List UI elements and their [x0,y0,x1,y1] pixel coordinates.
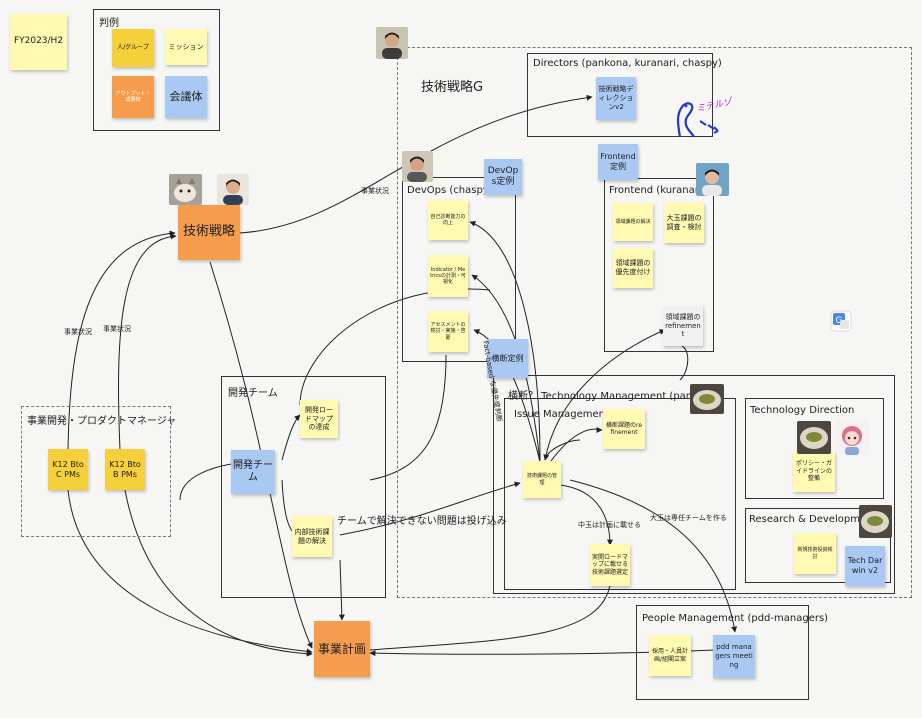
dev-team-note[interactable]: 開発チーム [231,450,275,494]
devops-note-2[interactable]: Indicator / Metricsの計測・可視化 [428,255,468,297]
people-mgmt-frame: People Management (pdd-managers) [636,605,828,700]
direction-note[interactable]: 技術戦略ディレクションv2 [596,77,636,120]
rnd-frame: Research & Development [745,508,891,583]
edge-btoc-to-bizplan [67,489,313,655]
edge-internal-to-issue [339,481,521,536]
edge-label-biz-status-3: 事業状況 [103,325,131,333]
plate-photo [690,384,724,414]
biz-plan-note[interactable]: 事業計画 [314,621,370,677]
edge-strategy-to-bizplan [209,261,313,649]
edge-label-biz-status-2: 事業状況 [64,328,92,336]
dev-roadmap-note[interactable]: 開発ロードマップの達成 [300,400,338,438]
edge-label-large: 大玉は専任チームを作る [650,514,727,522]
legend-title: 判例 [99,18,119,29]
k12-btob-note[interactable]: K12 BtoB PMs [105,449,145,490]
fe-note-3[interactable]: 領域課題の優先度付け [613,248,653,288]
biz-pm-frame: 事業開発・プロダクトマネージャ [21,406,176,537]
legend-meeting[interactable]: 会議体 [165,76,207,118]
issue-mgmt-title: Issue Management [514,409,609,420]
cross-frame: 横断？ Technology Management (pankona) [493,375,895,594]
cross-title: 横断？ Technology Management (pankona) [508,391,721,402]
frontend-meeting-note[interactable]: Frontend定例 [598,144,638,180]
edge-crossnote-to-im2 [543,439,581,461]
td-policy-note[interactable]: ポリシー・ガイドラインの整備 [793,451,835,492]
edge-dev-to-bizplan [338,559,345,621]
frontend-title: Frontend (kuranari) [609,185,706,196]
edge-issue-to-fe4 [544,329,666,461]
edge-label-biz-status-1: 事業状況 [361,187,389,195]
edge-dev-to-roadmap [281,414,301,461]
edge-btoc-to-strategy [67,230,176,451]
edge-issue-to-im1 [547,426,603,466]
person-photo [696,163,729,196]
edge-strategy-to-direction [239,94,593,234]
edge-label-unresolved: チームで解決できない問題は投げ込み [337,516,507,527]
edge-fe4-curve [679,345,689,381]
fe-note-1[interactable]: 領域課題の解決 [613,203,653,241]
edge-btob-to-strategy [118,233,177,451]
dino-doodle [670,95,722,139]
rnd-darwin-note[interactable]: Tech Darwin v2 [845,546,885,586]
directors-frame: Directors (pankona, kuranari, chaspy) [527,53,722,137]
person-photo [217,174,249,205]
edge-im2-to-pdd [569,479,738,633]
svg-text:G: G [836,316,843,326]
dev-team-frame: 開発チーム [221,376,386,598]
edge-im2-to-im3 [559,484,613,546]
directors-title: Directors (pankona, kuranari, chaspy) [533,58,722,69]
k12-btoc-note[interactable]: K12 BtoC PMs [48,449,88,490]
fe-note-2[interactable]: 大玉課題の調査・検討 [664,203,704,243]
devops-note-3[interactable]: アセスメントの検討・実施・啓蒙 [428,311,468,352]
devops-title: DevOps (chaspy) [407,185,493,196]
edge-issue-to-devops1 [469,221,541,461]
translate-icon[interactable]: G [830,310,852,332]
rnd-title: Research & Development [749,514,877,525]
edge-devops-to-dev [369,354,447,481]
plate-photo [797,421,831,454]
issue-mgmt-frame: Issue Management [504,398,736,590]
cross-meeting-note[interactable]: 横断定例 [487,339,528,378]
devops-meeting-note[interactable]: DevOps定例 [484,159,522,195]
dev-internal-note[interactable]: 内部技術課題の解決 [292,516,332,557]
fe-note-4[interactable]: 領域課題のrefinement [663,306,703,346]
dev-team-title: 開発チーム [228,388,278,399]
pm-hiring-note[interactable]: 採用・人員計画/組閣立案 [649,635,691,676]
tech-strategy-group [397,47,912,598]
legend-mission[interactable]: ミッション [165,29,207,65]
im-select-note[interactable]: 実開ロードマップに載せる技術課題選定 [590,544,630,586]
legend-frame: 判例 [93,9,220,131]
legend-person-group[interactable]: 人/グループ [112,29,154,67]
tech-direction-title: Technology Direction [750,405,855,416]
edge-label-midsize: 中玉は計画に載せる [578,521,641,529]
plate-photo [859,505,892,538]
cat-photo [169,174,202,205]
im-refinement-note[interactable]: 横断課題のrefinement [603,409,645,449]
fy-note[interactable]: FY2023/H2 [10,14,67,70]
frontend-frame: Frontend (kuranari) [604,178,714,352]
im-manage-note[interactable]: 技術課題の管理 [523,461,561,498]
person-photo [376,27,408,59]
person-photo [402,151,433,182]
people-mgmt-title: People Management (pdd-managers) [642,613,829,624]
tech-strategy-note[interactable]: 技術戦略 [178,205,240,260]
biz-pm-title: 事業開発・プロダクトマネージャ [27,416,177,427]
rnd-invest-note[interactable]: 新規技術投資検討 [794,533,836,574]
tech-strategy-group-title: 技術戦略G [421,80,484,95]
legend-output[interactable]: アウトプット・成果物 [112,76,154,118]
edge-im3-to-bizplan [369,584,611,651]
pm-meeting-note[interactable]: pdd managers meeting [713,635,755,678]
edge-btob-to-bizplan [124,489,313,657]
anime-character [836,421,869,455]
devops-frame: DevOps (chaspy) [402,177,516,362]
tech-direction-frame: Technology Direction [745,398,884,499]
devops-note-1[interactable]: 自己診断能力の向上 [428,200,468,240]
